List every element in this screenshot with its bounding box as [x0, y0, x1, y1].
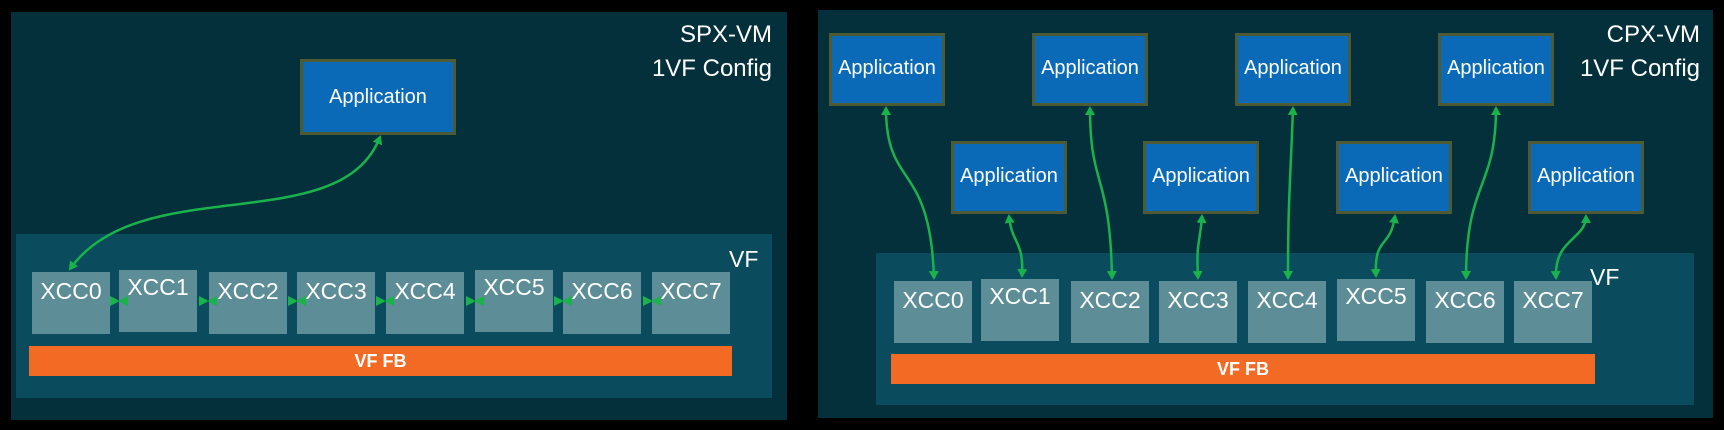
cpx-title-line1: CPX-VM — [1606, 21, 1700, 48]
cpx-application-8: Application — [1528, 141, 1644, 214]
spx-xcc5: XCC5 — [475, 270, 553, 332]
cpx-application-7: Application — [1438, 33, 1554, 106]
spx-xcc6: XCC6 — [563, 272, 641, 334]
cpx-application-3: Application — [1032, 33, 1148, 106]
cpx-xcc0: XCC0 — [894, 281, 972, 343]
cpx-application-2: Application — [951, 141, 1067, 214]
spx-title: SPX-VM 1VF Config — [560, 18, 772, 86]
cpx-xcc3: XCC3 — [1159, 281, 1237, 343]
spx-vf-label: VF — [729, 246, 759, 272]
cpx-xcc5: XCC5 — [1337, 279, 1415, 341]
cpx-application-1: Application — [829, 33, 945, 106]
spx-vf-fb-bar: VF FB — [29, 346, 732, 376]
cpx-xcc2: XCC2 — [1071, 281, 1149, 343]
cpx-application-5: Application — [1235, 33, 1351, 106]
cpx-vf-label: VF — [1590, 264, 1620, 290]
spx-application-box: Application — [300, 59, 456, 135]
spx-xcc2: XCC2 — [209, 272, 287, 334]
cpx-application-4: Application — [1143, 141, 1259, 214]
spx-xcc0: XCC0 — [32, 272, 110, 334]
cpx-xcc1: XCC1 — [981, 279, 1059, 341]
spx-title-line1: SPX-VM — [679, 21, 772, 48]
cpx-title: CPX-VM 1VF Config — [1480, 18, 1700, 86]
cpx-title-line2: 1VF Config — [1579, 55, 1700, 82]
spx-title-line2: 1VF Config — [651, 55, 772, 82]
cpx-vf-fb-bar: VF FB — [891, 354, 1595, 384]
cpx-xcc4: XCC4 — [1248, 281, 1326, 343]
cpx-xcc6: XCC6 — [1426, 281, 1504, 343]
spx-xcc1: XCC1 — [119, 270, 197, 332]
spx-xcc7: XCC7 — [652, 272, 730, 334]
spx-xcc4: XCC4 — [386, 272, 464, 334]
cpx-application-6: Application — [1336, 141, 1452, 214]
cpx-xcc7: XCC7 — [1514, 281, 1592, 343]
spx-xcc3: XCC3 — [297, 272, 375, 334]
